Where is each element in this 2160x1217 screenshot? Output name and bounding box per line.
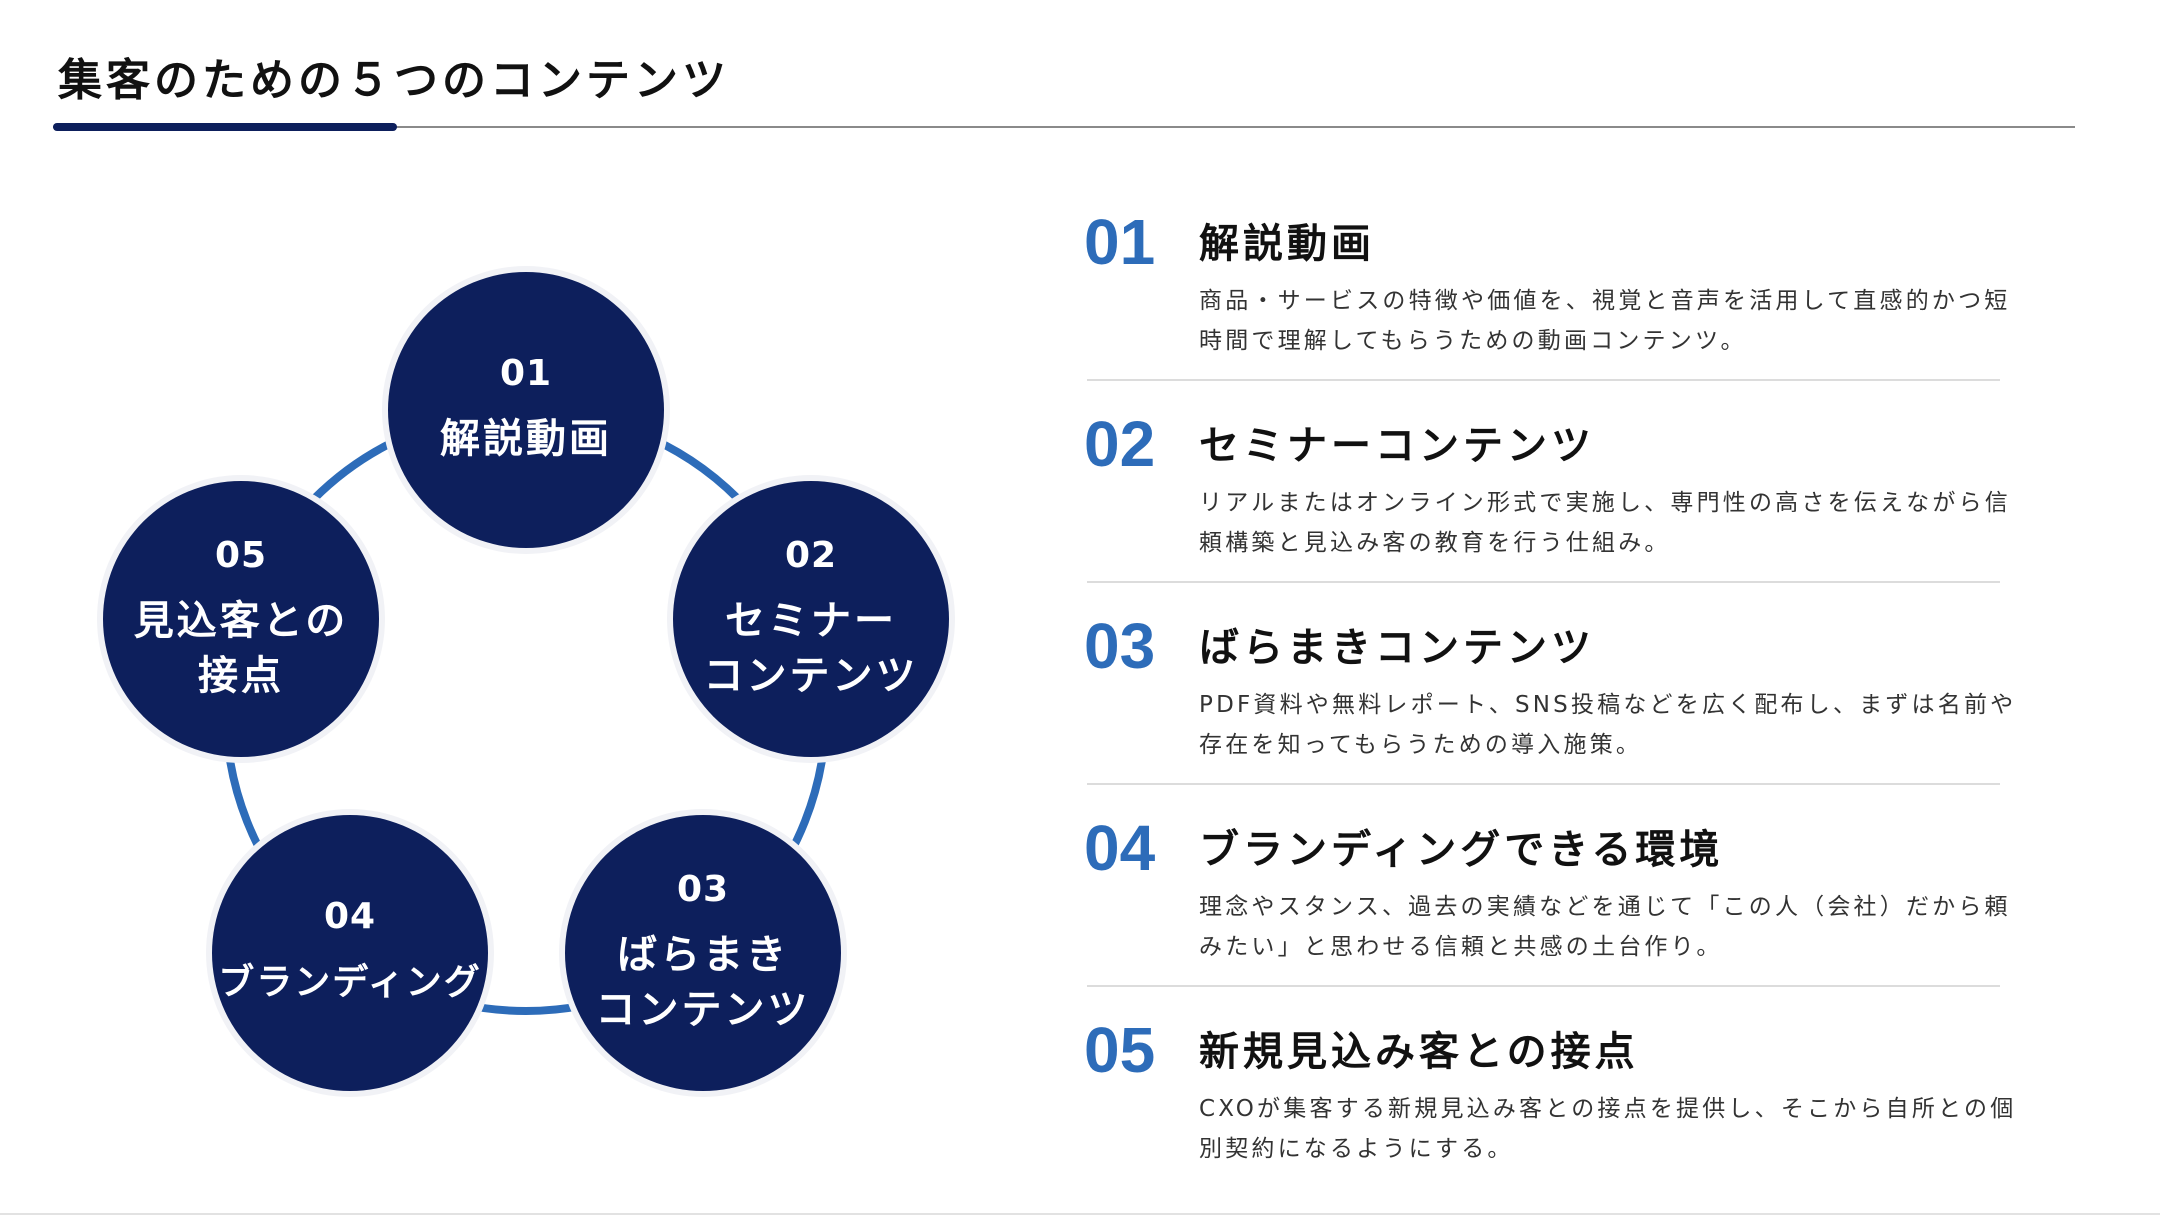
item-title: ばらまきコンテンツ — [1199, 625, 1595, 671]
cycle-node-label: 解説動画 — [440, 416, 612, 462]
item-title: 解説動画 — [1199, 221, 1375, 267]
cycle-node-number: 04 — [323, 896, 377, 937]
item-title: セミナーコンテンツ — [1199, 423, 1595, 469]
cycle-node-number: 02 — [784, 534, 838, 576]
item-number: 04 — [1084, 812, 1156, 884]
item-description: CXOが集客する新規見込み客との接点を提供し、そこから自所との個別契約になるよう… — [1199, 1096, 2017, 1162]
item-description: PDF資料や無料レポート、SNS投稿などを広く配布し、まずは名前や存在を知っても… — [1199, 692, 2017, 758]
bottom-border — [0, 1213, 2160, 1215]
cycle-node-number: 05 — [214, 534, 268, 576]
item-title: ブランディングできる環境 — [1199, 827, 1724, 873]
item-number: 03 — [1084, 610, 1156, 682]
item-description: リアルまたはオンライン形式で実施し、専門性の高さを伝えながら信頼構築と見込み客の… — [1199, 490, 2011, 556]
cycle-node-2: 02 セミナー コンテンツ — [673, 481, 949, 757]
cycle-node-label: 見込客との 接点 — [133, 597, 349, 699]
cycle-node-label: ばらまき コンテンツ — [595, 931, 811, 1033]
cycle-node-number: 01 — [499, 353, 553, 394]
divider — [1087, 379, 2000, 381]
item-description: 理念やスタンス、過去の実績などを通じて「この人（会社）だから頼みたい」と思わせる… — [1199, 894, 2011, 960]
cycle-node-4: 04 ブランディング — [212, 815, 488, 1091]
title-rule — [53, 126, 2075, 128]
item-number: 02 — [1084, 408, 1156, 480]
item-number: 01 — [1084, 206, 1156, 278]
page-title: 集客のための５つのコンテンツ — [58, 55, 730, 106]
item-title: 新規見込み客との接点 — [1199, 1029, 1639, 1075]
cycle-node-3: 03 ばらまき コンテンツ — [565, 815, 841, 1091]
cycle-node-5: 05 見込客との 接点 — [103, 481, 379, 757]
cycle-node-1: 01 解説動画 — [388, 272, 664, 548]
divider — [1087, 985, 2000, 987]
divider — [1087, 581, 2000, 583]
cycle-node-label: セミナー コンテンツ — [703, 597, 919, 699]
cycle-node-number: 03 — [676, 868, 730, 910]
divider — [1087, 783, 2000, 785]
title-accent-bar — [53, 123, 397, 131]
item-description: 商品・サービスの特徴や価値を、視覚と音声を活用して直感的かつ短時間で理解してもら… — [1199, 288, 2011, 354]
item-number: 05 — [1084, 1014, 1156, 1086]
cycle-node-label: ブランディング — [218, 962, 482, 1003]
